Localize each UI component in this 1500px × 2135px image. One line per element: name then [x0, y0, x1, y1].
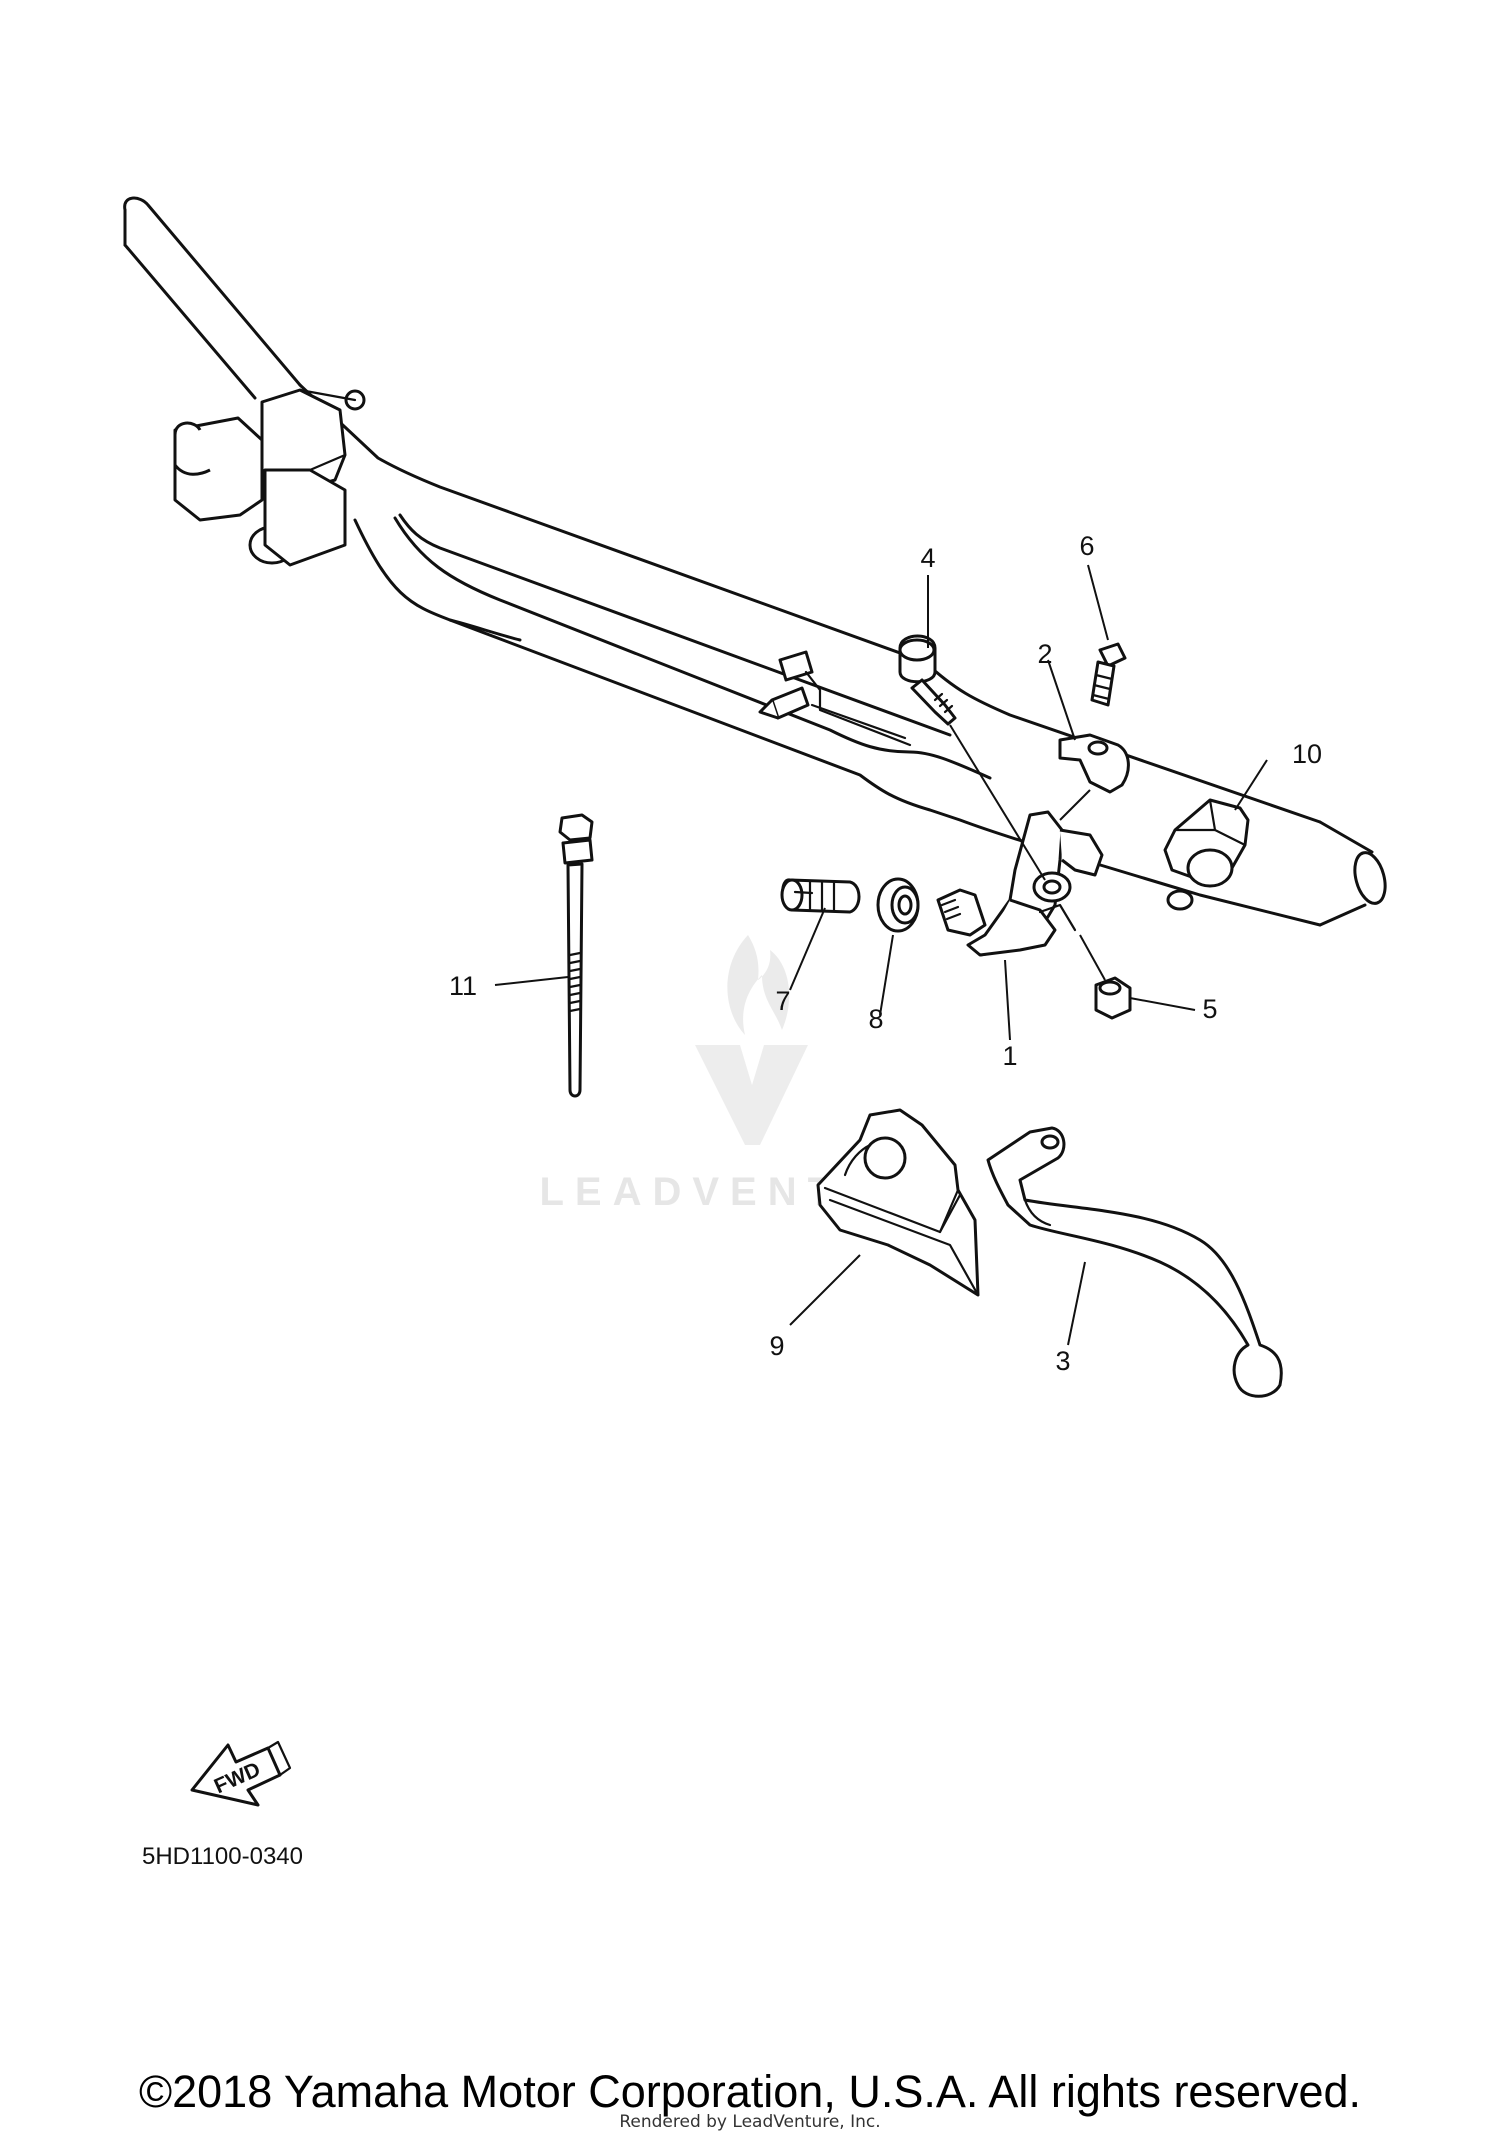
leader-lines	[494, 564, 1268, 1346]
part-6-screw	[1090, 642, 1127, 707]
watermark-v-icon	[695, 1045, 808, 1145]
callout-1: 1	[1002, 1041, 1017, 1071]
callout-7: 7	[775, 986, 790, 1016]
part-8-locknut	[876, 877, 920, 933]
callout-9: 9	[769, 1331, 784, 1361]
part-7-adjuster-bolt	[780, 878, 861, 914]
callout-11: 11	[449, 971, 477, 1001]
rendered-by-footer: Rendered by LeadVenture, Inc.	[619, 2112, 881, 2132]
watermark-flame-icon	[727, 935, 790, 1035]
callout-4: 4	[920, 543, 935, 573]
part-1-lever-holder	[936, 810, 1104, 957]
callout-labels: 4 6 2 10 11 7 8 1 5 9 3	[449, 531, 1322, 1376]
part-3-clutch-lever	[986, 1126, 1283, 1398]
left-control-housing	[173, 388, 366, 567]
callout-8: 8	[868, 1004, 883, 1034]
part-9-lever-cover	[816, 1108, 980, 1297]
part-5-nut	[1094, 976, 1132, 1020]
part-2-clamp	[1058, 733, 1130, 794]
copyright-footer: ©2018 Yamaha Motor Corporation, U.S.A. A…	[138, 2066, 1362, 2117]
part-10-holder	[1163, 798, 1250, 911]
diagram-code: 5HD1100-0340	[142, 1843, 303, 1870]
callout-6: 6	[1079, 531, 1094, 561]
callout-10: 10	[1292, 739, 1322, 769]
cable-end	[758, 650, 912, 747]
part-4-pivot-bolt	[898, 634, 957, 726]
callout-5: 5	[1202, 994, 1217, 1024]
fwd-arrow-icon: FWD	[190, 1740, 292, 1807]
callout-3: 3	[1055, 1346, 1070, 1376]
callout-2: 2	[1037, 639, 1052, 669]
part-11-cable-tie	[558, 813, 594, 1098]
